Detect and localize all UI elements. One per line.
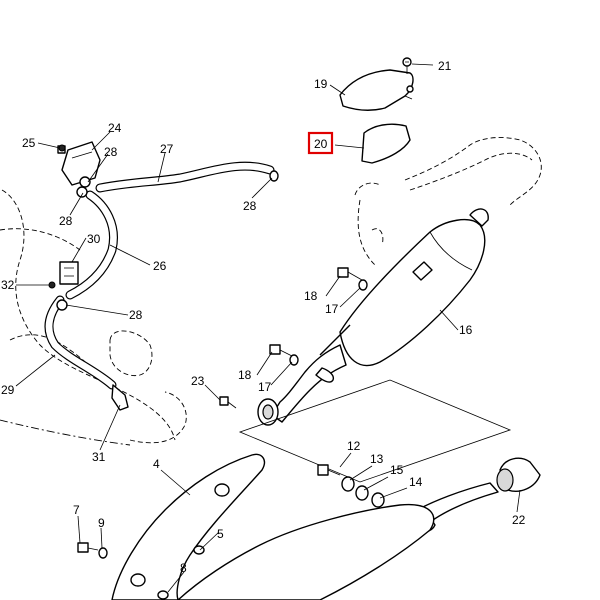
callout-30: 30 [87,232,101,246]
heat-shield-upper [339,69,414,111]
callout-32: 32 [1,278,15,292]
callout-8: 8 [180,561,187,575]
callout-29: 29 [1,383,15,397]
washer-15 [355,485,369,501]
callout-4: 4 [153,457,160,471]
callout-28-a: 28 [104,145,118,159]
clamp-28-a [79,176,91,188]
nut-14 [371,492,385,508]
callout-labels: 12 13 15 14 22 4 7 9 5 8 23 18 17 16 18 … [1,59,526,575]
callout-28-c: 28 [59,214,73,228]
callout-17-upper: 17 [325,302,339,316]
callout-12: 12 [347,439,361,453]
screw-32 [48,281,56,289]
callout-5: 5 [217,527,224,541]
clamp-28-b [76,186,88,198]
bolt-18-upper [337,267,363,281]
exhaust-pipe [257,344,347,426]
callout-18-lower: 18 [238,368,252,382]
valve-30 [59,261,79,285]
bolt-12 [317,464,341,476]
collar-13 [341,476,355,492]
callout-13: 13 [370,452,384,466]
callout-31: 31 [92,450,106,464]
bolt-7 [77,542,99,553]
callout-19: 19 [314,77,328,91]
callout-17-lower: 17 [258,380,272,394]
callout-28-b: 28 [243,199,257,213]
leader-lines [15,63,521,593]
frame-outline-dashed [0,137,542,446]
clamp-28-d [56,299,68,311]
callout-9: 9 [98,516,105,530]
bolt-23 [219,396,237,409]
hose-27 [95,161,275,193]
bolt-18-lower [269,344,293,357]
callout-28-d: 28 [129,308,143,322]
callout-16: 16 [459,323,473,337]
callout-26: 26 [153,259,167,273]
washer-17-lower [289,354,299,366]
washer-17-upper [358,279,368,291]
callout-14: 14 [409,475,423,489]
callout-7: 7 [73,503,80,517]
callout-23: 23 [191,374,205,388]
side-cover [111,453,435,600]
callout-24: 24 [108,121,122,135]
screw-21 [402,57,412,74]
highlight-box-20 [307,131,334,155]
clamp-28-c [269,170,279,182]
callout-21: 21 [438,59,452,73]
bushing-22 [496,457,541,492]
gasket-plane [238,379,512,483]
callout-27: 27 [160,142,174,156]
clip-31 [111,384,129,411]
hose-26 [65,190,118,300]
callout-18-upper: 18 [304,289,318,303]
callout-20: 20 [314,137,328,151]
callout-22: 22 [512,513,526,527]
callout-15: 15 [390,463,404,477]
washer-9 [98,547,108,559]
washer-8 [157,590,169,600]
callout-25: 25 [22,136,36,150]
heat-shield-lower [361,123,411,164]
muffler [319,208,489,367]
hose-29 [44,295,117,390]
